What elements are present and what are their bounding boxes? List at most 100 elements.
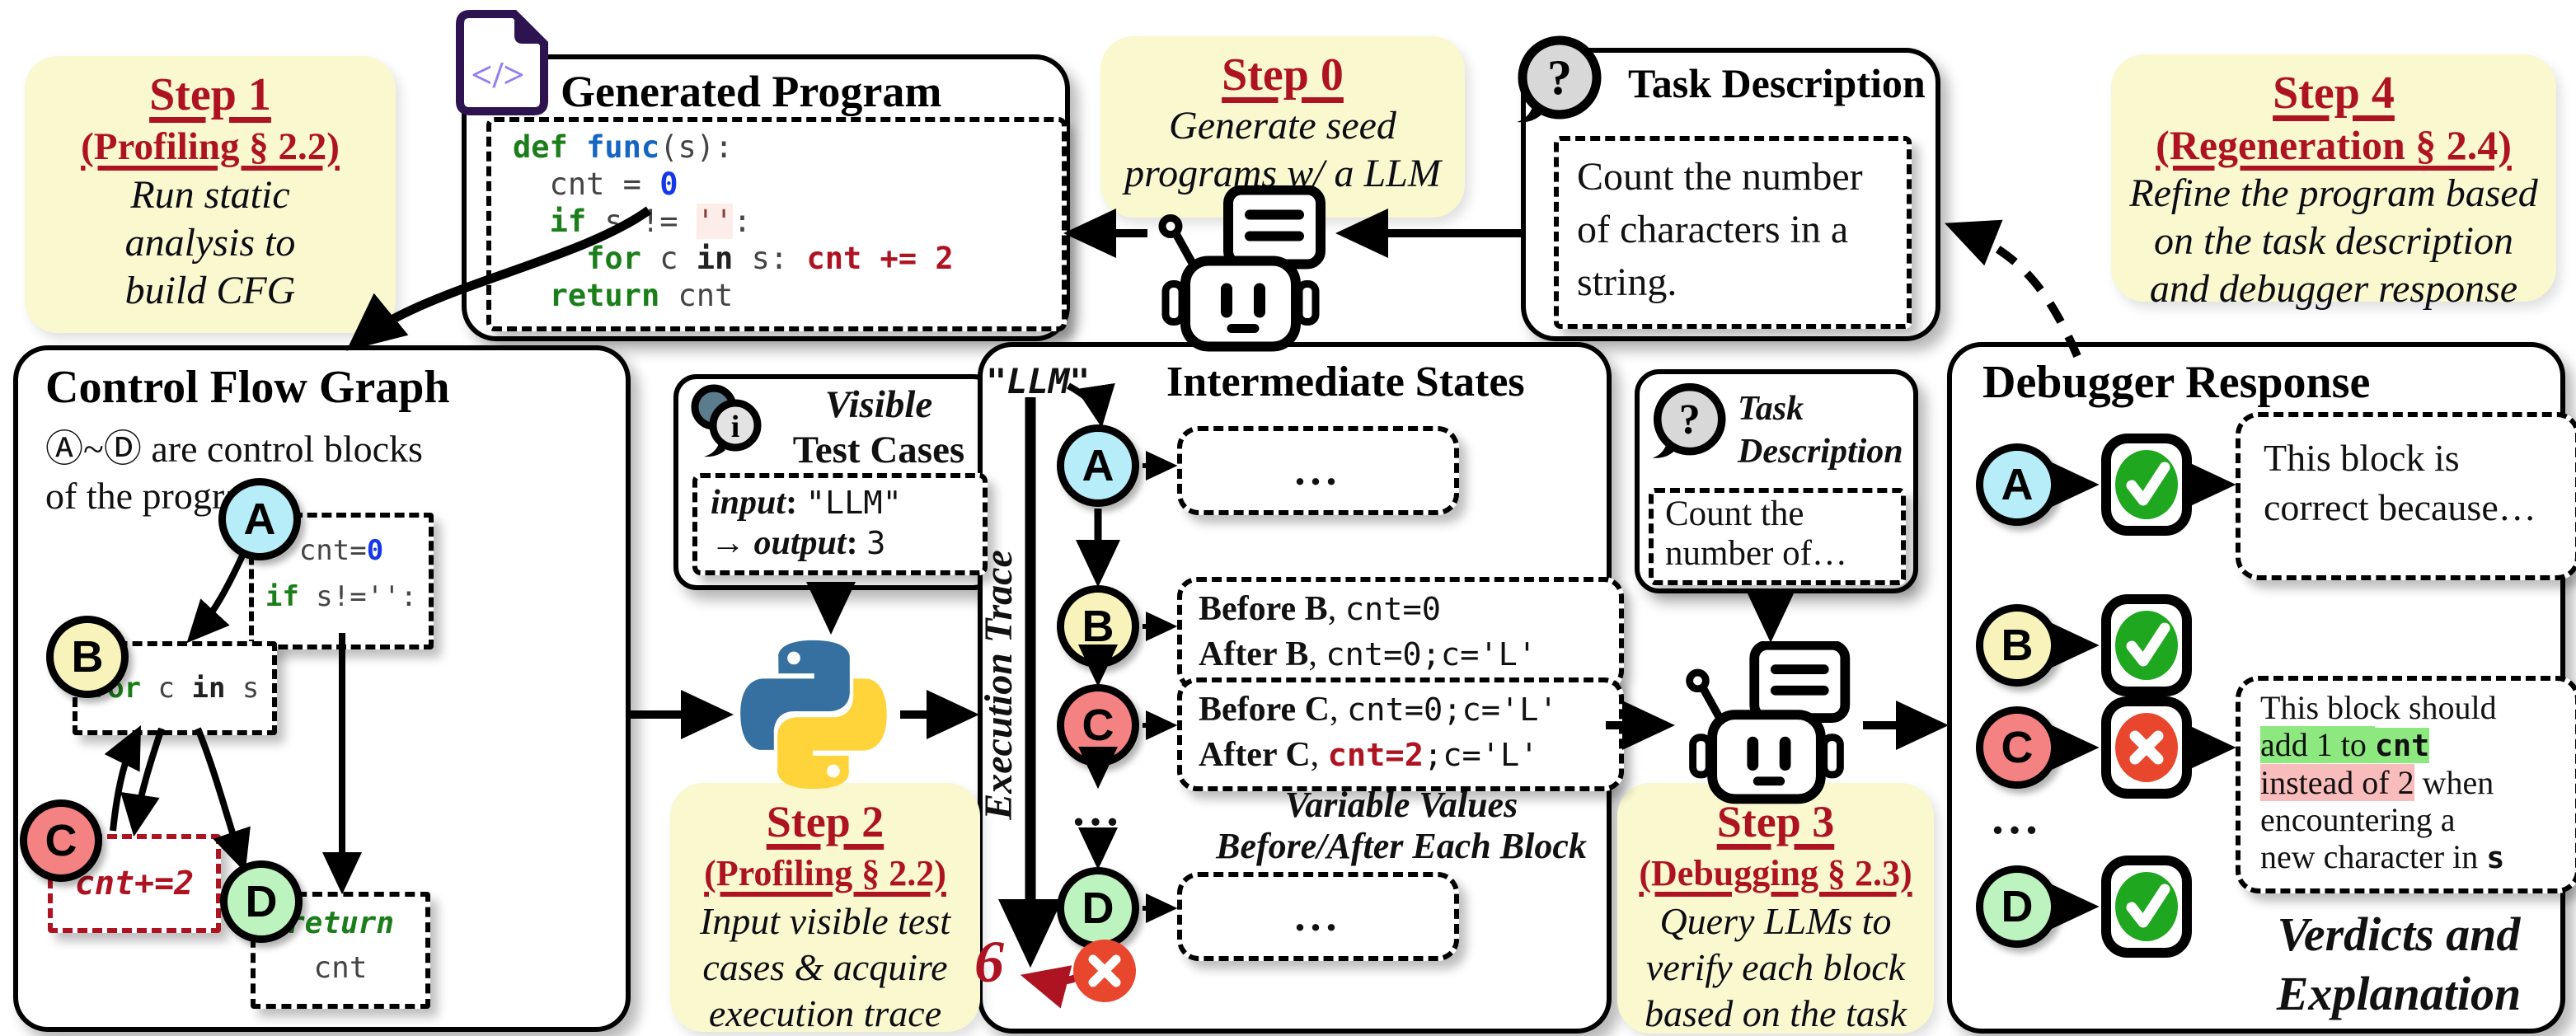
code-line: return xyxy=(286,907,395,940)
state-line: After C, cnt=2;c='L' xyxy=(1199,736,1539,774)
cross-icon xyxy=(2101,696,2192,799)
node-letter: B xyxy=(1082,602,1114,651)
debugger-robot-icon xyxy=(1686,641,1851,804)
is-caption: Variable Values Before/After Each Block xyxy=(1212,785,1591,867)
dbg-explanation-a-box: This block is correct because… xyxy=(2236,412,2576,580)
caption-line: Variable Values xyxy=(1284,785,1518,825)
task-line: string. xyxy=(1577,260,1677,304)
step1-subtitle: (Profiling § 2.2) xyxy=(81,125,340,168)
state-line: Before B, cnt=0 xyxy=(1199,590,1441,628)
code-line: cnt = 0 xyxy=(513,166,678,202)
node-letter: D xyxy=(2001,882,2034,931)
step0-line: Generate seed xyxy=(1169,104,1396,148)
caption-line: Verdicts and xyxy=(2277,907,2521,961)
node-letter: C xyxy=(45,816,77,865)
is-state-b-box: Before B, cnt=0 After B, cnt=0;c='L' xyxy=(1177,577,1624,691)
vtc-io-line: input: "LLM" xyxy=(711,484,902,522)
code-line: if s!='': xyxy=(265,580,418,613)
step2-line: Input visible test xyxy=(699,900,951,942)
node-letter: A xyxy=(2001,460,2034,509)
step3-line: Query LLMs to xyxy=(1659,900,1892,942)
generated-program-title: Generated Program xyxy=(561,67,942,116)
explanation-line: This block is xyxy=(2264,437,2460,479)
dbg-caption: Verdicts and Explanation xyxy=(2250,905,2547,1024)
mini-task-line: number of… xyxy=(1665,534,1847,573)
vtc-title-line2: Test Cases xyxy=(792,429,965,471)
node-letter: B xyxy=(2001,621,2034,670)
step3-line: verify each block xyxy=(1645,946,1906,988)
caption-line: Before/After Each Block xyxy=(1216,826,1587,866)
mini-task-title: Task Description xyxy=(1738,387,1903,473)
dbg-node-b: B xyxy=(1976,604,2058,687)
is-ellipsis: ... xyxy=(1072,782,1124,836)
info-bubble-icon: i xyxy=(691,384,762,457)
info-glyph: i xyxy=(731,410,740,444)
state-dots: ... xyxy=(1294,447,1342,495)
dbg-node-a: A xyxy=(1976,443,2058,526)
step4-title: Step 4 xyxy=(2273,68,2395,119)
mini-task-title-line2: Description xyxy=(1738,433,1903,471)
step4-note: Step 4 (Regeneration § 2.4) Refine the p… xyxy=(2111,54,2556,311)
step2-title: Step 2 xyxy=(766,797,884,846)
dbg-node-d: D xyxy=(1976,865,2058,948)
node-letter: C xyxy=(2001,723,2034,772)
explanation-line: encountering a xyxy=(2260,801,2456,838)
step1-line: analysis to xyxy=(124,221,296,265)
debugger-response-title: Debugger Response xyxy=(1982,357,2371,408)
step4-subtitle: (Regeneration § 2.4) xyxy=(2156,122,2512,168)
step2-note: Step 2 (Profiling § 2.2) Input visible t… xyxy=(670,783,980,1034)
step4-line: on the task description xyxy=(2154,219,2513,263)
is-node-a: A xyxy=(1057,424,1139,507)
mini-task-line: Count the xyxy=(1665,495,1804,533)
vtc-io-line: → output: 3 xyxy=(711,524,886,562)
code-glyph: </> xyxy=(471,54,524,96)
question-glyph: ? xyxy=(1679,396,1701,443)
step3-subtitle: (Debugging § 2.3) xyxy=(1639,853,1912,893)
task-line: Count the number xyxy=(1577,155,1863,199)
is-node-c: C xyxy=(1057,684,1139,766)
task-line: of characters in a xyxy=(1577,208,1849,251)
step3-line: based on the task xyxy=(1644,992,1907,1034)
step1-line: build CFG xyxy=(124,269,296,312)
is-state-d-box: ... xyxy=(1177,872,1459,961)
code-line: return cnt xyxy=(549,278,734,313)
question-bubble-icon-small: ? xyxy=(1652,382,1726,458)
execution-trace-label: Execution Trace xyxy=(977,550,1021,820)
vtc-io-box: input: "LLM" → output: 3 xyxy=(692,473,988,575)
state-dots: ... xyxy=(1294,893,1342,940)
state-line: After B, cnt=0;c='L' xyxy=(1199,635,1537,673)
step1-title: Step 1 xyxy=(149,69,271,120)
question-glyph: ? xyxy=(1547,50,1572,105)
dbg-explanation-c-box: This block should add 1 to cnt instead o… xyxy=(2236,676,2576,893)
python-icon xyxy=(740,640,887,790)
step4-line: Refine the program based xyxy=(2129,171,2538,215)
generated-program-code: def func(s): cnt = 0 if s != '': for c i… xyxy=(486,117,1067,331)
node-letter: D xyxy=(245,877,278,926)
cfg-subtitle-line: Ⓐ~Ⓓ are control blocks xyxy=(45,426,423,471)
code-line: cnt+=2 xyxy=(74,865,195,902)
is-state-a-box: ... xyxy=(1177,426,1459,515)
question-bubble-icon: ? xyxy=(1517,35,1602,123)
cfg-node-d: D xyxy=(220,860,303,943)
state-line: Before C, cnt=0;c='L' xyxy=(1199,691,1558,729)
llm-robot-icon xyxy=(1158,185,1326,352)
step4-line: and debugger response xyxy=(2149,267,2518,311)
cfg-node-b: B xyxy=(46,616,129,698)
step1-line: Run static xyxy=(130,173,290,217)
dbg-node-c: C xyxy=(1976,706,2058,789)
check-icon xyxy=(2101,434,2192,536)
step3-note: Step 3 (Debugging § 2.3) Query LLMs to v… xyxy=(1617,783,1934,1034)
code-line: cnt=0 xyxy=(298,534,384,567)
node-letter: A xyxy=(1082,441,1114,490)
arrow-step4-regenerate-dashed xyxy=(1945,219,2081,358)
vtc-title-line1: Visible xyxy=(824,383,933,426)
node-letter: B xyxy=(71,632,104,682)
step0-title: Step 0 xyxy=(1222,49,1344,101)
step3-title: Step 3 xyxy=(1716,797,1835,846)
explanation-line: add 1 to cnt xyxy=(2260,726,2430,763)
vtc-title: Visible Test Cases xyxy=(780,382,978,473)
explanation-line: This block should xyxy=(2260,689,2497,726)
step2-line: cases & acquire xyxy=(702,946,948,988)
code-line: if s != '': xyxy=(549,204,752,239)
trace-input-label: "LLM" xyxy=(986,361,1091,401)
